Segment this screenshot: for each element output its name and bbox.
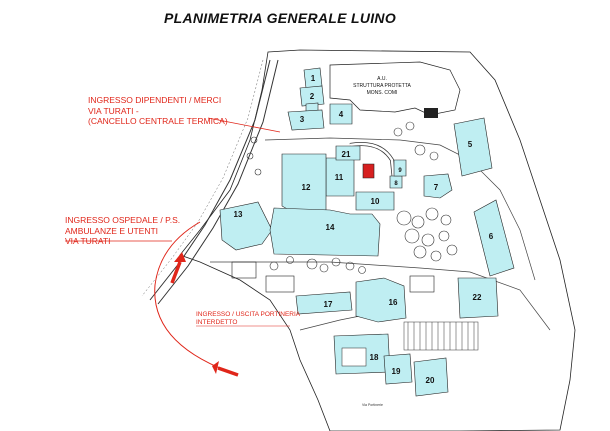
svg-text:8: 8 <box>394 181 398 187</box>
building-7[interactable]: 7 <box>423 173 453 199</box>
building-5[interactable]: 5 <box>453 117 493 177</box>
building-13[interactable]: 13 <box>219 201 273 251</box>
building-21[interactable]: 21 <box>335 145 361 161</box>
svg-text:20: 20 <box>426 376 435 385</box>
portineria-arrow <box>212 361 239 377</box>
rsa-label-line2: STRUTTURA PROTETTA <box>353 83 411 89</box>
hospital-entrance-line-3: VIA TURATI <box>65 236 111 246</box>
svg-text:11: 11 <box>335 173 344 182</box>
building-16[interactable]: 16 <box>355 277 407 323</box>
parking-lot <box>403 321 479 351</box>
portineria-label: INGRESSO / USCITA PORTINERIA INTERDETTO <box>196 311 300 327</box>
building-3[interactable]: 3 <box>287 109 325 131</box>
staff-entrance-line-2: VIA TURATI - <box>88 105 139 116</box>
via-turati-road <box>149 59 271 301</box>
building-20[interactable]: 20 <box>413 357 449 397</box>
portineria-line-1: INGRESSO / USCITA PORTINERIA <box>196 311 301 318</box>
svg-text:2: 2 <box>310 92 315 101</box>
svg-text:18: 18 <box>370 353 379 362</box>
rsa-building <box>329 61 461 116</box>
svg-text:9: 9 <box>398 168 402 174</box>
building-11[interactable]: 11 <box>325 157 355 197</box>
staff-entrance-label: INGRESSO DIPENDENTI / MERCI VIA TURATI -… <box>88 95 228 127</box>
svg-text:5: 5 <box>468 140 473 149</box>
svg-text:3: 3 <box>300 115 305 124</box>
svg-text:10: 10 <box>371 197 380 206</box>
building-8[interactable]: 8 <box>389 175 403 189</box>
rsa-label-line3: MONS. COMI <box>367 90 398 96</box>
building-18[interactable]: 18 <box>333 333 391 375</box>
map-title: PLANIMETRIA GENERALE LUINO <box>163 10 397 26</box>
svg-text:22: 22 <box>473 293 482 302</box>
hospital-entrance-line-2: AMBULANZE E UTENTI <box>65 225 159 236</box>
svg-text:6: 6 <box>489 232 494 241</box>
svg-text:13: 13 <box>234 210 243 219</box>
building-6[interactable]: 6 <box>473 199 515 277</box>
building-1[interactable]: 1 <box>303 67 323 89</box>
svg-text:16: 16 <box>389 298 398 307</box>
building-4[interactable]: 4 <box>329 103 353 125</box>
portineria-route <box>154 221 239 376</box>
street-label: Via Portinerie <box>362 403 383 407</box>
svg-text:19: 19 <box>392 367 401 376</box>
building-12[interactable]: 12 <box>281 153 327 215</box>
staff-entrance-line-1: INGRESSO DIPENDENTI / MERCI <box>88 95 222 105</box>
svg-text:17: 17 <box>324 300 333 309</box>
building-14[interactable]: 14 <box>269 207 381 257</box>
rsa-label-line1: A.U. <box>377 76 387 82</box>
svg-text:21: 21 <box>342 150 351 159</box>
svg-text:14: 14 <box>326 223 335 232</box>
building-22[interactable]: 22 <box>457 277 499 319</box>
svg-text:1: 1 <box>311 74 316 83</box>
hospital-entrance-line-1: INGRESSO OSPEDALE / P.S. <box>65 215 181 225</box>
staff-entrance-line-3: (CANCELLO CENTRALE TERMICA) <box>88 116 228 126</box>
building-17[interactable]: 17 <box>295 291 353 315</box>
site-boundary <box>179 49 576 431</box>
highlighted-building[interactable] <box>362 163 375 179</box>
building-9[interactable]: 9 <box>393 159 407 177</box>
svg-text:4: 4 <box>339 110 344 119</box>
hospital-entrance-arrow <box>170 252 186 284</box>
svg-text:7: 7 <box>434 183 439 192</box>
building-2[interactable]: 2 <box>299 85 325 107</box>
trees <box>246 121 458 274</box>
building-19[interactable]: 19 <box>383 353 413 385</box>
svg-text:12: 12 <box>302 183 311 192</box>
building-10[interactable]: 10 <box>355 191 395 211</box>
staff-entrance-pointer <box>207 117 281 133</box>
hospital-entrance-label: INGRESSO OSPEDALE / P.S. AMBULANZE E UTE… <box>65 215 180 247</box>
portineria-line-2: INTERDETTO <box>196 319 238 326</box>
